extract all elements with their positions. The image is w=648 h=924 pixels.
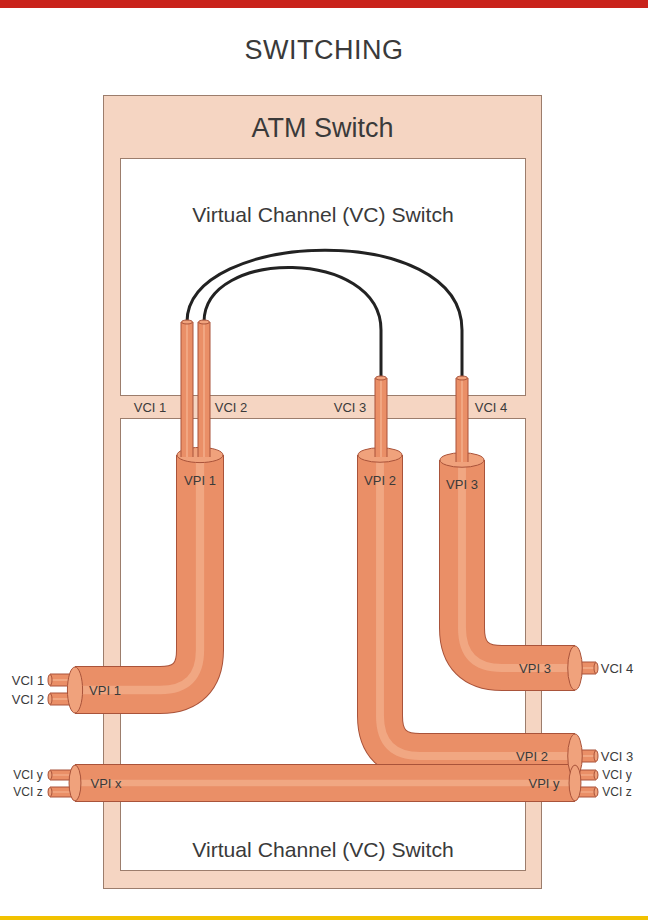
- vc-cable: [187, 250, 462, 378]
- vci-label: VCI 4: [601, 661, 634, 676]
- pipe-end: [48, 675, 52, 686]
- vp-pipe-outline: [75, 764, 575, 802]
- vc-tube-highlight: [203, 322, 205, 457]
- vc-tube-highlight: [186, 322, 188, 457]
- vci-label: VCI 3: [601, 749, 634, 764]
- pipe-end: [376, 376, 387, 380]
- vci-label: VCI y: [602, 769, 631, 782]
- pipe-end: [67, 667, 82, 713]
- pipe-end: [48, 771, 52, 780]
- vp-pipe: [75, 455, 200, 690]
- pipe-end: [48, 788, 52, 797]
- vc-cable: [204, 267, 381, 378]
- pipe-end: [199, 320, 210, 324]
- vci-label: VCI z: [13, 786, 42, 799]
- vc-tube-outline: [375, 378, 388, 457]
- vpi-label: VPI 2: [516, 749, 548, 764]
- vci-label: VCI 2: [12, 692, 45, 707]
- vci-label: VCI 1: [12, 673, 45, 688]
- pipe-end: [48, 694, 52, 705]
- vci-label: VCI 3: [334, 400, 367, 415]
- vc-tube-highlight: [461, 378, 463, 462]
- pipe-end: [69, 765, 81, 801]
- vci-label: VCI y: [13, 769, 42, 782]
- vp-pipe-highlight: [462, 460, 575, 668]
- top-bar: [0, 0, 648, 8]
- vci-label: VCI z: [602, 786, 631, 799]
- vpi-label: VPI 1: [184, 473, 216, 488]
- vp-pipe-highlight: [75, 455, 200, 690]
- vc-tube: [376, 378, 387, 457]
- pipe-end: [594, 788, 598, 797]
- vci-label: VCI 4: [475, 400, 508, 415]
- bottom-bar: [0, 916, 648, 920]
- atm-switch-box: ATM SwitchVirtual Channel (VC) SwitchVir…: [103, 95, 542, 889]
- vpi-label: VPI 3: [519, 661, 551, 676]
- pipe-end: [569, 765, 581, 801]
- vc-switch-box: Virtual Channel (VC) Switch: [120, 158, 526, 396]
- pipe-end: [594, 751, 598, 762]
- vp-pipe-highlight: [380, 455, 575, 756]
- vp-pipes: [48, 250, 598, 801]
- box-title: Virtual Channel (VC) Switch: [120, 837, 526, 863]
- pipe-end: [594, 663, 598, 674]
- vp-pipe-highlight: [75, 780, 575, 786]
- vp-pipe-outline: [380, 455, 575, 756]
- vc-tube-highlight: [380, 378, 382, 457]
- vpi-label: VPI 1: [89, 683, 121, 698]
- vpi-label: VPI 3: [446, 477, 478, 492]
- vci-label: VCI 2: [215, 400, 248, 415]
- vp-pipe: [75, 765, 575, 801]
- pipe-end: [568, 646, 583, 690]
- vc-tube-outline: [181, 322, 194, 457]
- pipe-end: [457, 376, 468, 380]
- vp-pipe-outline: [462, 460, 575, 668]
- vc-tube: [199, 322, 210, 457]
- pipe-end: [182, 320, 193, 324]
- vp-pipe: [380, 455, 575, 756]
- vc-tube-outline: [198, 322, 211, 457]
- vci-label: VCI 1: [134, 400, 167, 415]
- vpi-label: VPI 2: [364, 473, 396, 488]
- vpi-label: VPI x: [90, 776, 121, 791]
- vp-pipe-outline: [75, 455, 200, 690]
- diagram-title: SWITCHING: [0, 34, 648, 66]
- box-title: ATM Switch: [103, 111, 542, 145]
- pipe-end: [594, 771, 598, 780]
- vc-tube-outline: [456, 378, 469, 462]
- vc-tube: [457, 378, 468, 462]
- box-title: Virtual Channel (VC) Switch: [120, 202, 526, 228]
- vc-tube: [182, 322, 193, 457]
- vpi-label: VPI y: [528, 776, 559, 791]
- vp-pipe: [462, 460, 575, 668]
